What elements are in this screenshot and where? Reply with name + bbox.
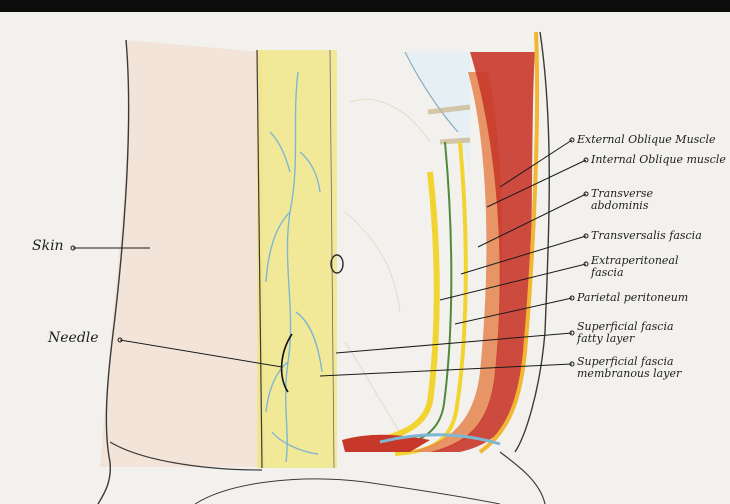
label-external-oblique: External Oblique Muscle (577, 134, 716, 146)
label-transversalis: Transversalis fascia (591, 230, 702, 242)
label-superficial-membranous-2: membranous layer (577, 368, 681, 380)
drawing-paper: Skin Needle External Oblique Muscle Inte… (0, 12, 730, 504)
label-extraperitoneal-2: fascia (591, 267, 624, 279)
torso-skin-shading (100, 40, 265, 467)
fascia-yellow (380, 172, 437, 440)
fascia-green (385, 142, 451, 448)
label-needle: Needle (48, 330, 99, 346)
label-skin: Skin (32, 238, 64, 254)
label-transverse-2: abdominis (591, 200, 648, 212)
faint-tissue-sketch (345, 99, 430, 432)
waistband-right (500, 452, 545, 504)
pelvis-curve (195, 479, 500, 504)
label-parietal-peritoneum: Parietal peritoneum (577, 292, 688, 304)
label-internal-oblique: Internal Oblique muscle (591, 154, 726, 166)
label-superficial-fatty-2: fatty layer (577, 333, 634, 345)
rib-2 (440, 140, 470, 142)
